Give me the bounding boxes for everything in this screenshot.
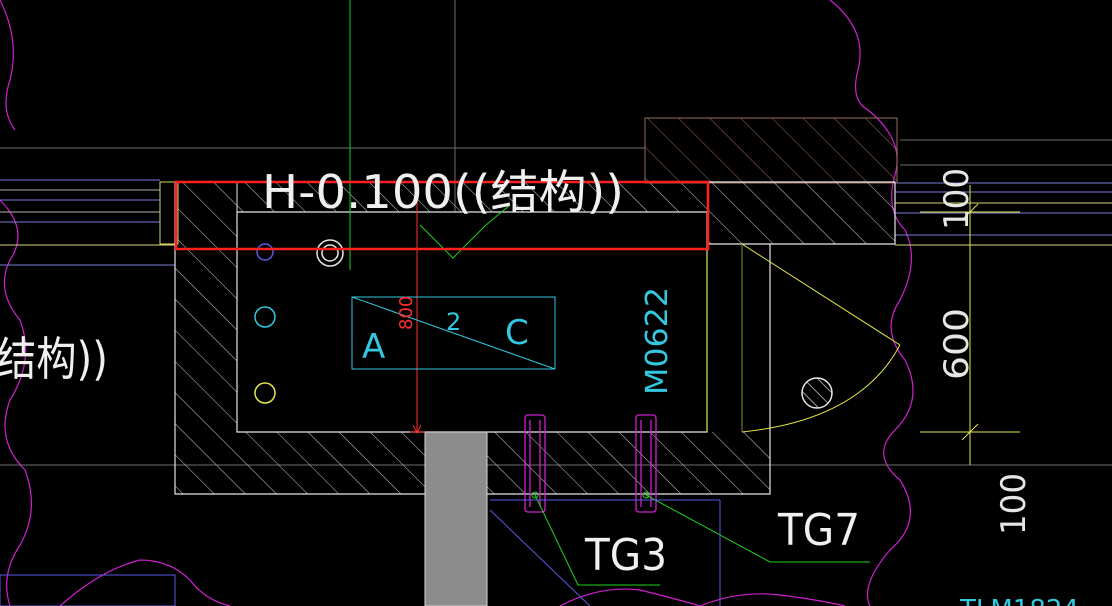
- left-wall-lines: [0, 179, 179, 266]
- door-code-label: M0622: [640, 287, 675, 395]
- column-fill: [424, 431, 488, 606]
- dimension-800: [410, 190, 425, 435]
- grid-label-a: A: [362, 327, 385, 367]
- dim-800-label: 800: [396, 296, 417, 330]
- tag-tg3: TG3: [584, 530, 667, 581]
- grid-label-c: C: [505, 313, 529, 353]
- hatched-wall-main: [174, 181, 896, 495]
- door-swing: [706, 243, 901, 433]
- tag-tg7: TG7: [777, 505, 860, 556]
- right-wall-lines: [895, 182, 1112, 246]
- leader-lines: [531, 491, 870, 586]
- dim-100-bottom-label: 100: [994, 473, 1034, 535]
- lower-lines: [0, 499, 721, 606]
- corner-partial-label: TLM1824: [959, 595, 1079, 606]
- dim-100-top-label: 100: [937, 168, 977, 230]
- elevation-label: H-0.100((结构)): [262, 165, 624, 219]
- elevation-marker: [419, 204, 511, 259]
- rebar-ticks: [524, 414, 657, 513]
- grid-label-2: 2: [446, 308, 461, 336]
- left-partial-label: 结构)): [0, 332, 108, 386]
- highlight-box: [174, 180, 710, 251]
- bolt-symbols: [254, 239, 833, 409]
- hatched-block-upper-right: [644, 117, 898, 184]
- grid-label-box: [351, 296, 556, 370]
- dimension-right: [920, 185, 1020, 465]
- dim-600-label: 600: [937, 308, 977, 380]
- revision-cloud: [0, 0, 914, 606]
